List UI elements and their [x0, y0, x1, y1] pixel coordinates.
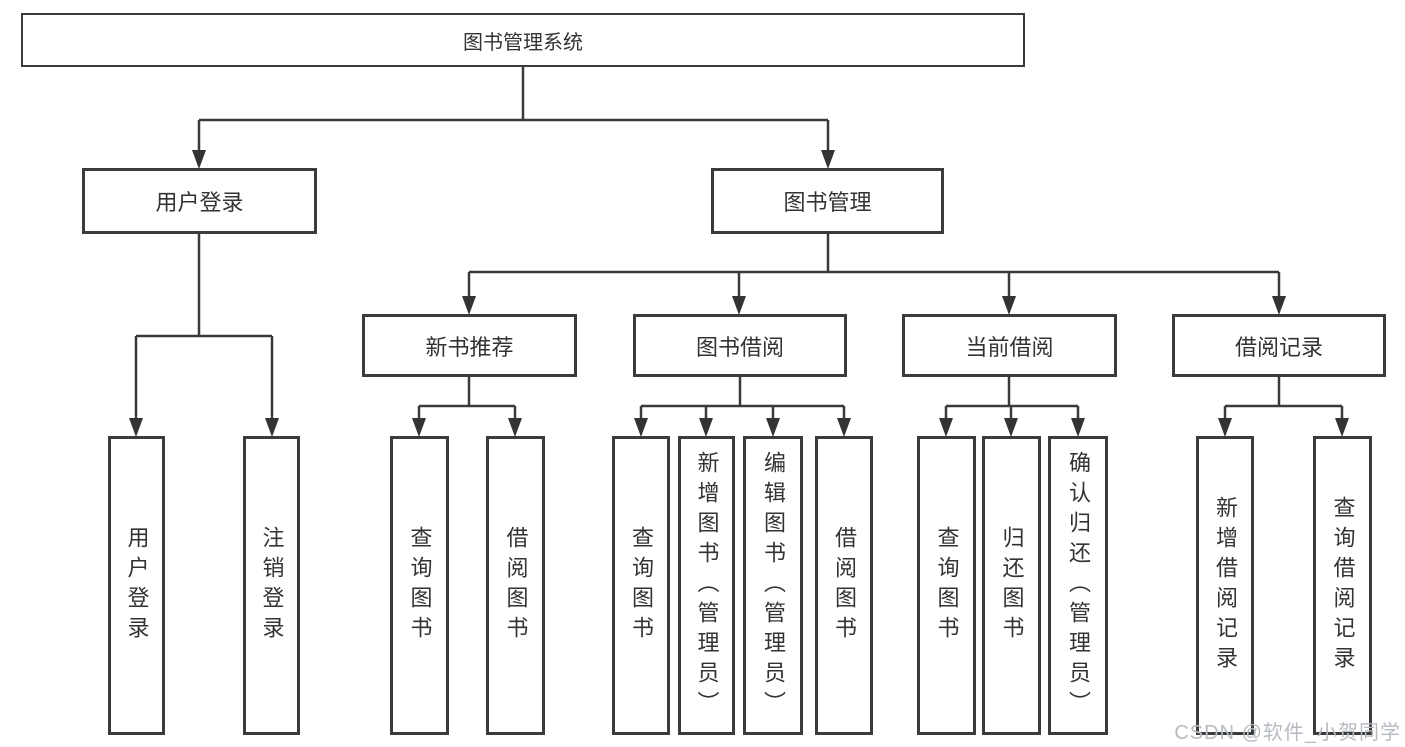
arrow-down-icon — [837, 418, 851, 437]
leaf-add-book-admin: 新增图书（管理员） — [678, 436, 735, 735]
leaf-query-borrow-record: 查询借阅记录 — [1313, 436, 1372, 735]
node-label: 当前借阅 — [965, 334, 1054, 360]
leaf-query-books-current: 查询图书 — [917, 436, 976, 735]
arrow-down-icon — [1002, 296, 1016, 315]
node-label: 借阅记录 — [1234, 334, 1323, 360]
node-label: 新增借阅记录 — [1213, 495, 1238, 676]
node-label: 借阅图书 — [832, 525, 857, 646]
node-new-book-recommend: 新书推荐 — [362, 314, 577, 377]
node-user-login: 用户登录 — [82, 168, 317, 234]
edge-bookborrow-to-leaves — [639, 377, 846, 420]
leaf-borrow-books: 借阅图书 — [815, 436, 873, 735]
leaf-borrow-books-recommend: 借阅图书 — [486, 436, 545, 735]
leaf-user-login: 用户登录 — [108, 436, 165, 735]
arrow-down-icon — [1335, 418, 1349, 437]
node-current-borrow: 当前借阅 — [902, 314, 1117, 377]
node-label: 查询图书 — [629, 525, 654, 646]
node-book-management: 图书管理 — [711, 168, 944, 234]
node-label: 查询图书 — [407, 525, 433, 646]
arrow-down-icon — [1218, 418, 1232, 437]
arrow-down-icon — [508, 418, 522, 437]
leaf-query-books-borrow: 查询图书 — [612, 436, 670, 735]
node-label: 图书管理 — [783, 190, 872, 215]
arrow-down-icon — [1004, 418, 1018, 437]
node-label: 用户登录 — [155, 190, 244, 215]
node-label: 新书推荐 — [425, 334, 514, 360]
node-label: 新增图书（管理员） — [694, 450, 720, 721]
arrowheads — [129, 150, 1349, 437]
node-label: 图书管理系统 — [463, 31, 583, 54]
edge-newbook-to-leaves — [417, 377, 517, 420]
edge-currentborrow-to-leaves — [944, 377, 1080, 420]
leaf-logout: 注销登录 — [243, 436, 300, 735]
leaf-return-books: 归还图书 — [982, 436, 1041, 735]
arrow-down-icon — [265, 418, 279, 437]
edge-bookmgmt-to-level3 — [467, 234, 1281, 298]
arrow-down-icon — [634, 418, 648, 437]
edge-userlogin-to-leaves — [134, 234, 274, 420]
leaf-query-books-recommend: 查询图书 — [390, 436, 449, 735]
edge-borrowrecords-to-leaves — [1223, 377, 1344, 420]
node-library-management-system: 图书管理系统 — [21, 13, 1025, 67]
leaf-add-borrow-record: 新增借阅记录 — [1196, 436, 1254, 735]
node-label: 图书借阅 — [695, 334, 784, 360]
arrow-down-icon — [699, 418, 713, 437]
edge-root-to-level2 — [197, 67, 830, 152]
node-label: 查询图书 — [934, 525, 960, 646]
node-borrow-records: 借阅记录 — [1172, 314, 1386, 377]
node-label: 用户登录 — [124, 525, 150, 646]
arrow-down-icon — [766, 418, 780, 437]
node-label: 借阅图书 — [503, 525, 529, 646]
node-label: 查询借阅记录 — [1330, 495, 1356, 676]
arrow-down-icon — [821, 150, 835, 169]
arrow-down-icon — [939, 418, 953, 437]
csdn-watermark: CSDN @软件_小贺同学 — [1174, 722, 1401, 744]
arrow-down-icon — [192, 150, 206, 169]
arrow-down-icon — [412, 418, 426, 437]
arrow-down-icon — [462, 296, 476, 315]
arrow-down-icon — [732, 296, 746, 315]
leaf-confirm-return-admin: 确认归还（管理员） — [1048, 436, 1108, 735]
node-label: 归还图书 — [999, 525, 1025, 646]
node-book-borrow: 图书借阅 — [633, 314, 847, 377]
node-label: 注销登录 — [259, 525, 285, 646]
arrow-down-icon — [129, 418, 143, 437]
node-label: 确认归还（管理员） — [1066, 450, 1091, 721]
arrow-down-icon — [1071, 418, 1085, 437]
arrow-down-icon — [1272, 296, 1286, 315]
node-label: 编辑图书（管理员） — [761, 450, 786, 721]
leaf-edit-book-admin: 编辑图书（管理员） — [743, 436, 803, 735]
